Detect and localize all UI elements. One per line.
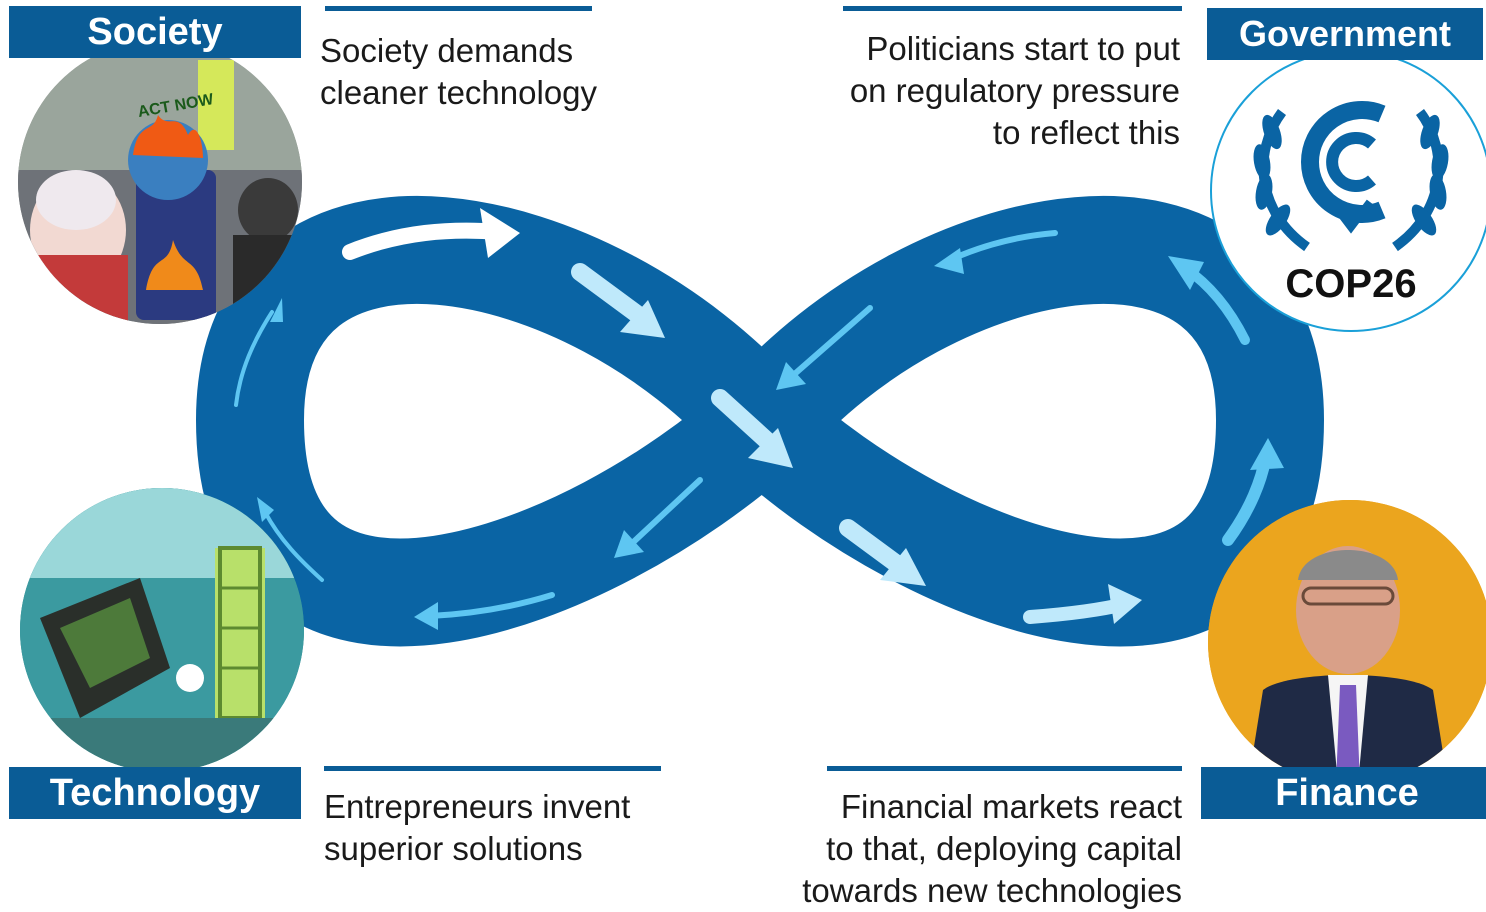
finance-label: Finance xyxy=(1201,767,1486,819)
society-caption-rule xyxy=(325,6,592,11)
government-caption-rule xyxy=(843,6,1182,11)
government-caption: Politicians start to put on regulatory p… xyxy=(800,28,1180,154)
finance-caption-line-2: to that, deploying capital xyxy=(826,830,1182,867)
arrow-pale-3 xyxy=(839,519,926,586)
finance-caption: Financial markets react to that, deployi… xyxy=(740,786,1182,912)
un-laurel-icon: COP26 xyxy=(1253,101,1449,306)
arrow-light-center-lower xyxy=(614,477,703,558)
underwater-machine-illustration xyxy=(20,488,304,772)
arrow-light-left-upper xyxy=(234,298,283,407)
finance-caption-rule xyxy=(827,766,1182,771)
government-caption-line-3: to reflect this xyxy=(992,114,1180,151)
infinity-band xyxy=(196,195,1324,647)
government-caption-line-1: Politicians start to put xyxy=(866,30,1180,67)
finance-person-illustration xyxy=(1208,500,1486,784)
society-photo: ACT NOW xyxy=(18,40,302,324)
arrow-light-top-right xyxy=(934,230,1058,274)
finance-caption-line-3: towards new technologies xyxy=(802,872,1182,909)
technology-photo xyxy=(20,488,304,772)
society-caption: Society demands cleaner technology xyxy=(320,32,598,111)
arrow-light-left-lower xyxy=(257,497,324,582)
cop26-text: COP26 xyxy=(1285,262,1416,306)
arrow-light-right-lower xyxy=(1222,438,1284,546)
society-label: Society xyxy=(9,6,301,58)
arrow-light-right-upper xyxy=(1168,256,1250,345)
arrow-pale-2 xyxy=(711,389,793,468)
arrow-light-center-upper xyxy=(776,305,873,390)
technology-label: Technology xyxy=(9,767,301,819)
protest-illustration: ACT NOW xyxy=(18,40,302,324)
finance-caption-line-1: Financial markets react xyxy=(840,788,1182,825)
technology-caption: Entrepreneurs invent superior solutions xyxy=(324,788,631,867)
government-label: Government xyxy=(1207,8,1483,60)
technology-caption-rule xyxy=(324,766,661,771)
government-caption-line-2: on regulatory pressure xyxy=(849,72,1180,109)
arrow-pale-4 xyxy=(1023,584,1142,624)
arrow-pale-1 xyxy=(571,263,665,338)
arrow-society-to-center xyxy=(342,208,520,260)
cop26-logo: COP26 xyxy=(1210,50,1486,332)
arrow-light-bottom-left xyxy=(414,592,555,630)
finance-photo xyxy=(1208,500,1486,784)
